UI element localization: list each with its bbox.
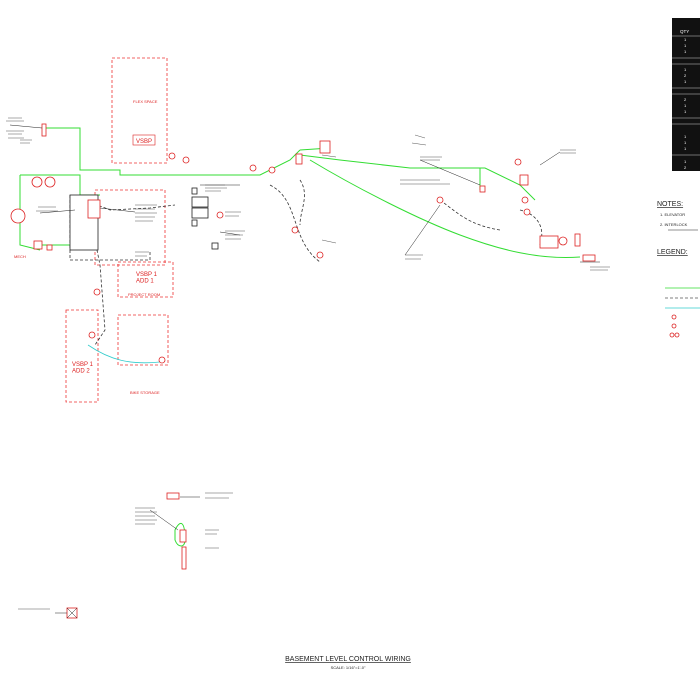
control-wiring-green bbox=[19, 127, 581, 547]
device-small-2 bbox=[46, 244, 53, 251]
legend-symbol-4 bbox=[674, 332, 680, 338]
legend-symbol-2 bbox=[671, 323, 677, 329]
room-label-upper: FLEX SPACE bbox=[133, 99, 158, 104]
device-box-6 bbox=[479, 185, 486, 193]
drawing-title-block: BASEMENT LEVEL CONTROL WIRING SCALE: 1/1… bbox=[285, 656, 411, 670]
device-dot-11 bbox=[523, 208, 531, 216]
device-dot-13 bbox=[93, 288, 101, 296]
room-lower bbox=[117, 314, 169, 366]
device-dot-8 bbox=[436, 196, 444, 204]
svg-text:1: 1 bbox=[684, 103, 687, 108]
device-box-3 bbox=[191, 207, 209, 219]
room-label-left: MECH bbox=[14, 254, 26, 259]
device-box-4 bbox=[191, 219, 198, 227]
device-box-10 bbox=[166, 492, 180, 500]
room-mechanical bbox=[94, 189, 166, 266]
legend-symbol-1 bbox=[671, 314, 677, 320]
device-dot-6 bbox=[316, 251, 324, 259]
note-2: 2. INTERLOCK bbox=[660, 222, 688, 227]
control-wiring-cyan bbox=[87, 344, 161, 364]
device-dot-1 bbox=[168, 152, 176, 160]
svg-text:1: 1 bbox=[684, 37, 687, 42]
device-dot-2 bbox=[182, 156, 190, 164]
svg-text:1: 1 bbox=[684, 140, 687, 145]
device-dot-15 bbox=[158, 356, 166, 364]
room-lower-left bbox=[65, 309, 99, 403]
schedule-header: QTY bbox=[680, 29, 689, 34]
drawing-title: BASEMENT LEVEL CONTROL WIRING bbox=[285, 656, 411, 663]
device-dot-7 bbox=[216, 211, 224, 219]
legend-heading: LEGEND: bbox=[657, 249, 688, 256]
device-dot-12 bbox=[558, 236, 568, 246]
vsbp-tag-a: VSBP bbox=[136, 139, 152, 145]
device-dot-10 bbox=[521, 196, 529, 204]
device-small-1 bbox=[33, 240, 43, 250]
note-1: 1. ELEVATOR bbox=[660, 212, 685, 217]
svg-text:1: 1 bbox=[684, 146, 687, 151]
device-sensor-left bbox=[41, 123, 47, 137]
device-box-12 bbox=[181, 546, 187, 570]
notes-block: NOTES: 1. ELEVATOR 2. INTERLOCK bbox=[657, 201, 698, 231]
device-dot-14 bbox=[88, 331, 96, 339]
device-box-1 bbox=[191, 187, 198, 195]
legend-symbol-3 bbox=[669, 332, 675, 338]
device-dot-5 bbox=[291, 226, 299, 234]
device-dot-4 bbox=[268, 166, 276, 174]
svg-text:1: 1 bbox=[684, 43, 687, 48]
device-damper bbox=[319, 140, 331, 154]
device-actuator bbox=[295, 153, 303, 165]
svg-text:1: 1 bbox=[684, 134, 687, 139]
room-label-bike: BIKE STORAGE bbox=[130, 390, 160, 395]
device-box-9 bbox=[582, 254, 596, 262]
svg-text:1: 1 bbox=[684, 67, 687, 72]
device-box-2 bbox=[191, 196, 209, 208]
svg-text:1: 1 bbox=[684, 49, 687, 54]
device-box-11 bbox=[179, 529, 187, 543]
room-outlines bbox=[65, 57, 174, 403]
device-circle-2 bbox=[44, 176, 56, 188]
svg-text:1: 1 bbox=[684, 159, 687, 164]
annotation-text bbox=[6, 117, 610, 610]
device-box-5 bbox=[211, 242, 219, 250]
legend-block: LEGEND: bbox=[657, 249, 700, 338]
room-upper bbox=[111, 57, 168, 164]
device-dot-3 bbox=[249, 164, 257, 172]
svg-text:2: 2 bbox=[684, 97, 687, 102]
device-circle-1 bbox=[31, 176, 43, 188]
svg-text:1: 1 bbox=[684, 109, 687, 114]
devices bbox=[10, 123, 596, 619]
svg-text:2: 2 bbox=[684, 165, 687, 170]
controller-box bbox=[87, 199, 101, 219]
notes-heading: NOTES: bbox=[657, 201, 683, 208]
device-box-7 bbox=[519, 174, 529, 186]
schedule-table: QTY 111 121 211 111 12 bbox=[672, 18, 700, 171]
room-project bbox=[117, 261, 174, 298]
room-labels: FLEX SPACE PROJECT ROOM BIKE STORAGE MEC… bbox=[14, 99, 160, 395]
room-label-project: PROJECT ROOM bbox=[128, 292, 160, 297]
device-pump bbox=[10, 208, 26, 224]
drawing-scale: SCALE: 1/16"=1'-0" bbox=[331, 665, 366, 670]
svg-text:2: 2 bbox=[684, 73, 687, 78]
device-unit-right bbox=[539, 235, 559, 249]
device-dot-9 bbox=[514, 158, 522, 166]
device-box-8 bbox=[574, 233, 581, 247]
svg-text:1: 1 bbox=[684, 79, 687, 84]
leader-lines bbox=[9, 124, 600, 614]
